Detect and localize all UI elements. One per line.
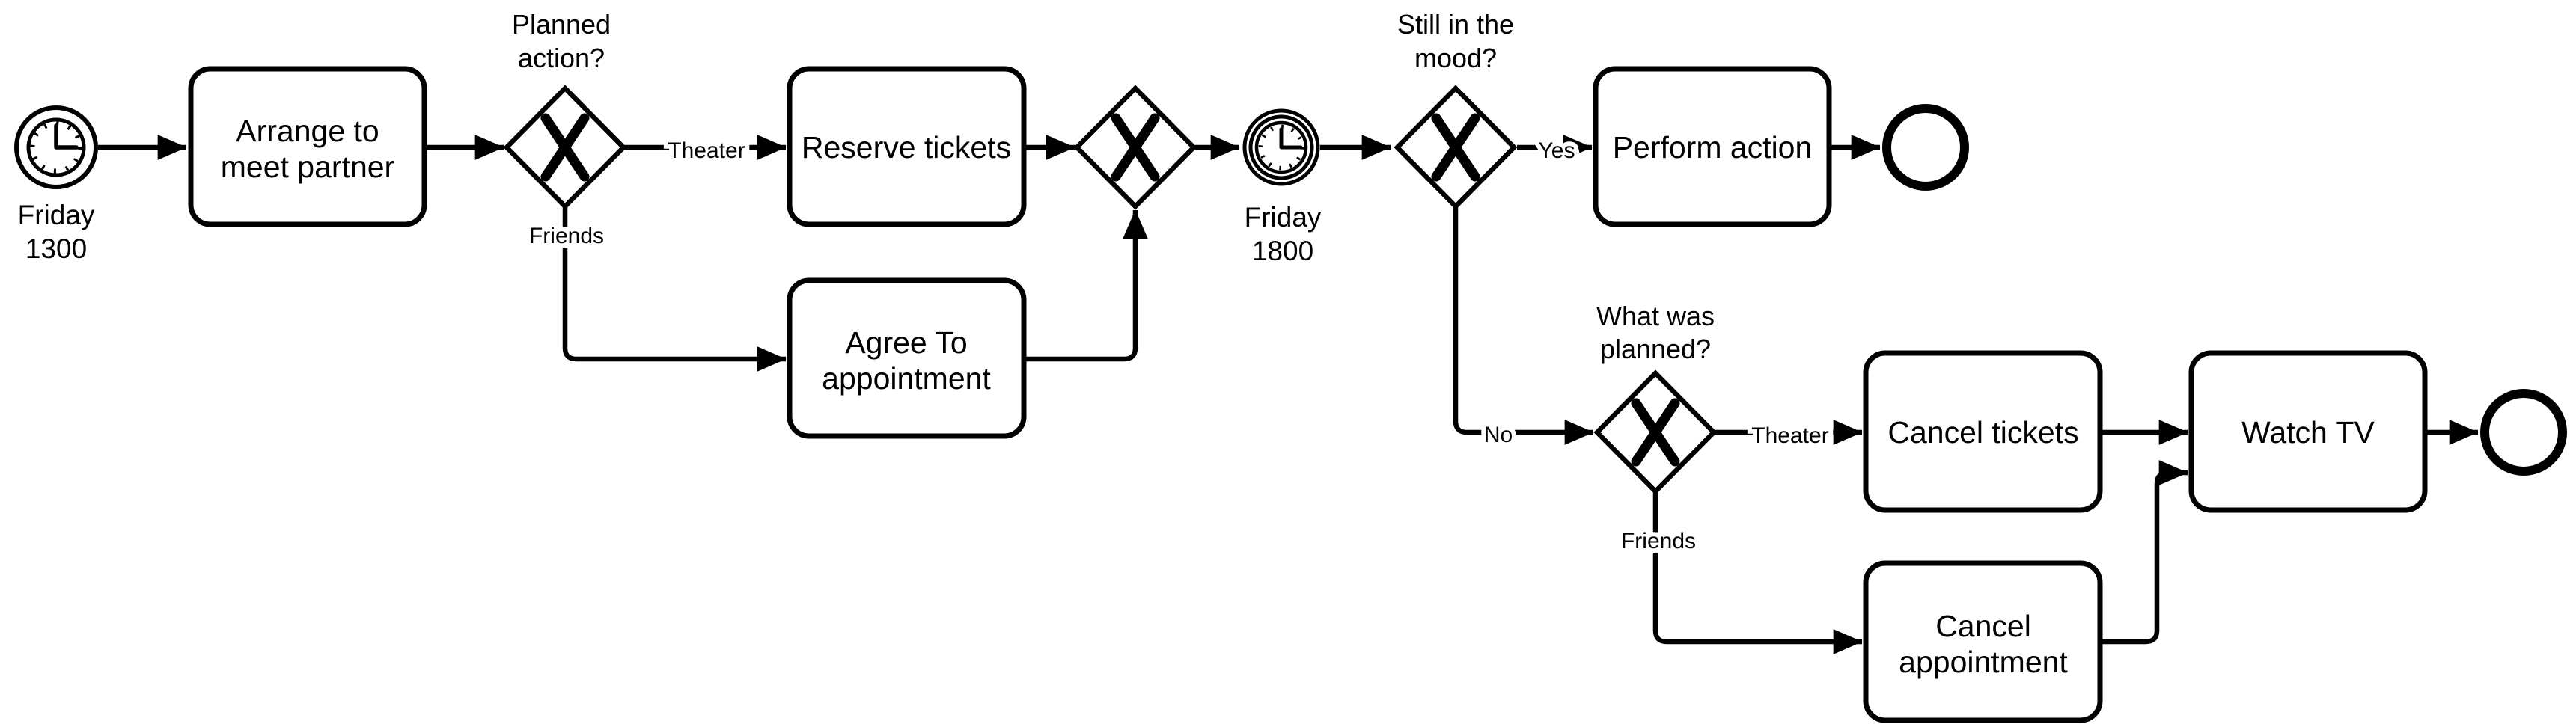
clock-icon [26,117,86,177]
flow-cancel-appointment-to-watch-tv [2100,460,2188,645]
start-event-label-line2: 1300 [25,233,87,264]
task-reserve-tickets[interactable]: Reserve tickets [787,66,1027,227]
flow-friends-to-cancel-appointment [1652,491,1863,654]
start-event-timer[interactable] [14,105,98,189]
flow-label-yes: Yes [1539,138,1575,163]
task-arrange-to-meet-partner[interactable]: Arrange to meet partner [188,66,427,227]
xor-marker-icon [1631,398,1680,467]
gateway-label-line1: Still in the [1397,9,1514,40]
gateway-merge-xor[interactable] [1073,85,1197,210]
task-agree-to-appointment[interactable]: Agree To appointment [787,277,1027,439]
task-label: Cancel [1935,609,2031,643]
end-event-main[interactable] [1882,104,1969,191]
xor-marker-icon [1111,113,1160,182]
task-cancel-appointment[interactable]: Cancel appointment [1863,560,2103,723]
clock-icon [1254,120,1308,174]
gateway-label-line1: What was [1596,301,1715,331]
gateway-label-line1: Planned [512,9,611,40]
gateway-label-line2: planned? [1600,334,1711,364]
gateway-still-in-the-mood[interactable] [1394,85,1518,210]
xor-marker-icon [540,113,590,182]
task-perform-action[interactable]: Perform action [1593,66,1832,227]
flow-no-to-planned-gateway [1453,206,1594,445]
task-label: Cancel tickets [1887,415,2078,450]
task-label: appointment [822,361,991,396]
task-label: Agree To [845,325,967,360]
sequence-flows [98,135,2479,654]
gateway-label-line2: mood? [1414,43,1497,73]
task-label: Perform action [1613,130,1813,165]
task-label: Watch TV [2241,415,2375,450]
xor-marker-icon [1431,113,1480,182]
timer-event-label-line2: 1800 [1252,236,1313,266]
end-event-watch-tv[interactable] [2480,389,2567,476]
task-watch-tv[interactable]: Watch TV [2188,350,2428,513]
task-label: Reserve tickets [802,130,1011,165]
start-event-label-line1: Friday [18,200,95,230]
flow-label-no: No [1484,423,1513,447]
gateway-what-was-planned[interactable] [1593,369,1718,495]
timer-event-label-line1: Friday [1245,202,1322,233]
flow-friends-to-agree [562,206,787,372]
task-label: appointment [1899,645,2068,679]
flow-label-theater-1: Theater [668,138,745,163]
flow-label-theater-2: Theater [1751,423,1828,448]
gateway-planned-action[interactable] [503,85,627,210]
task-label: Arrange to [236,114,379,148]
gateway-label-line2: action? [518,43,605,73]
task-label: meet partner [221,150,394,184]
flow-label-friends-1: Friends [529,224,604,248]
intermediate-timer-event[interactable] [1242,108,1320,186]
flow-agree-to-merge [1024,209,1148,362]
task-cancel-tickets[interactable]: Cancel tickets [1863,350,2103,513]
flow-label-friends-2: Friends [1621,529,1696,553]
